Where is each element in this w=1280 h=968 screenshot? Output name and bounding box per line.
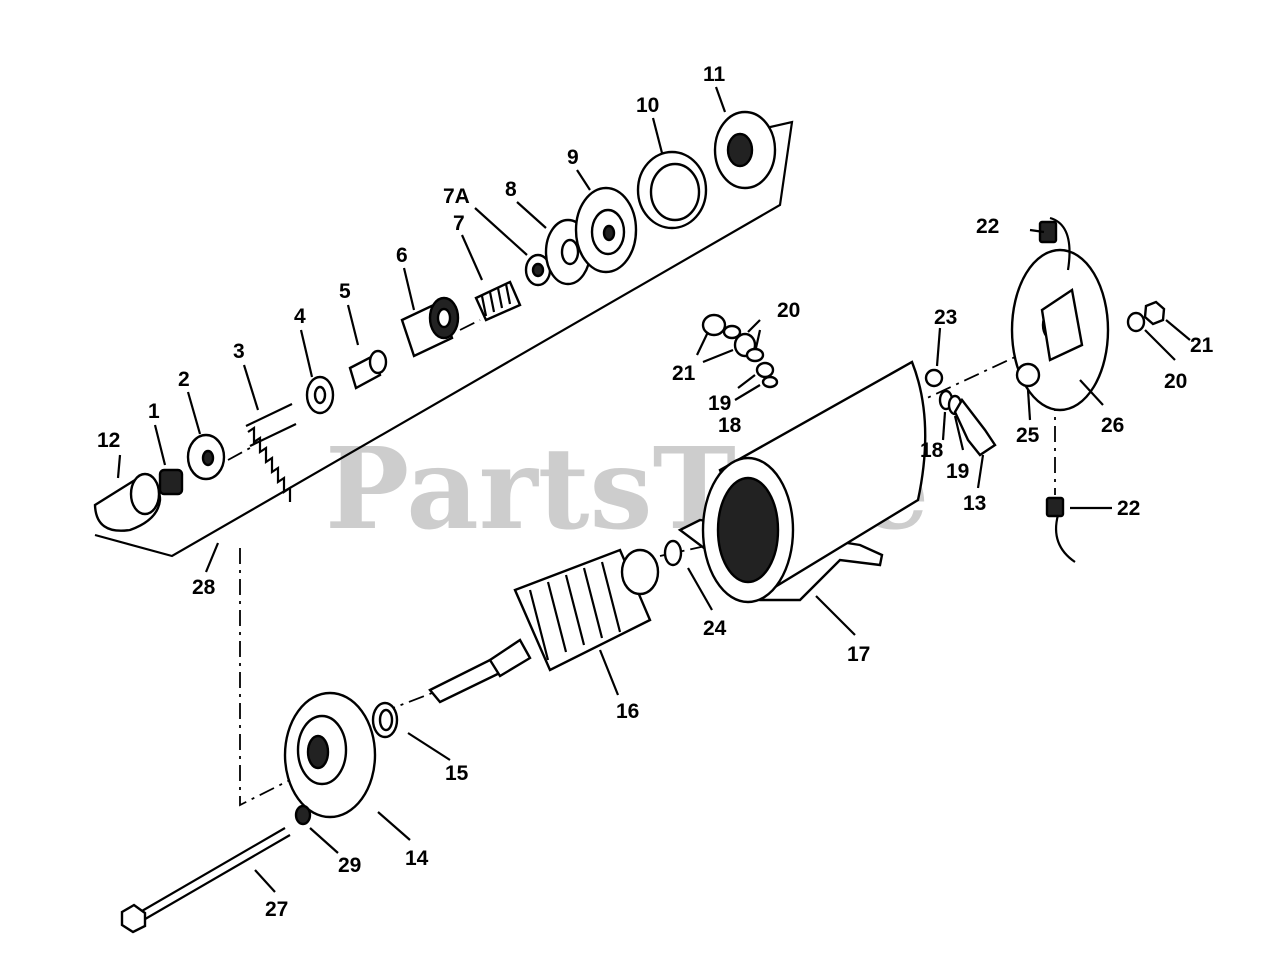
callout-22-upper: 22 [976, 215, 999, 238]
callout-7a: 7A [443, 185, 470, 208]
drive-end-cap-part [713, 110, 777, 190]
retainer-part [524, 253, 552, 287]
callout-27: 27 [265, 898, 288, 921]
brush-lower-part [1045, 496, 1076, 563]
leader-lines [116, 86, 1191, 893]
callout-14: 14 [405, 847, 429, 870]
callout-11: 11 [703, 63, 726, 86]
callout-9: 9 [567, 146, 579, 169]
callout-21-left: 21 [672, 362, 696, 385]
callout-21-right: 21 [1190, 334, 1214, 357]
callout-18-left: 18 [718, 414, 742, 437]
terminal-washer-part [1126, 311, 1146, 333]
callout-5: 5 [339, 280, 351, 303]
callout-26: 26 [1101, 414, 1124, 437]
callout-19-right: 19 [946, 460, 969, 483]
callout-17: 17 [847, 643, 870, 666]
callout-2: 2 [178, 368, 190, 391]
callout-6: 6 [396, 244, 408, 267]
terminal-stack-part [924, 368, 997, 457]
callout-3: 3 [233, 340, 245, 363]
spacer-part [348, 349, 388, 390]
stop-collar-part [186, 433, 226, 481]
brush-upper-part [1038, 216, 1071, 271]
washer-part [305, 375, 335, 415]
armature-part [428, 548, 660, 704]
rubber-ring-part [636, 150, 708, 230]
callout-23: 23 [934, 306, 957, 329]
callout-4: 4 [294, 305, 306, 328]
insulator-part [1015, 362, 1041, 388]
drive-group-bracket [94, 120, 794, 573]
callout-29: 29 [338, 854, 361, 877]
callout-13: 13 [963, 492, 986, 515]
motor-housing-part [677, 360, 927, 604]
callout-20-right: 20 [1164, 370, 1187, 393]
thrust-washer-part [371, 701, 399, 739]
callout-1: 1 [148, 400, 160, 423]
o-ring-part [663, 539, 683, 567]
callout-20-left: 20 [777, 299, 800, 322]
callout-10: 10 [636, 94, 659, 117]
bolt-washer-part [294, 804, 312, 826]
callout-15: 15 [445, 762, 469, 785]
drive-cap-part [93, 472, 162, 532]
callout-12: 12 [97, 429, 120, 452]
terminal-nut-part [1143, 300, 1166, 326]
cup-part [574, 186, 638, 274]
callout-24: 24 [703, 617, 727, 640]
terminal-hardware-left-part [701, 313, 779, 389]
callout-7: 7 [453, 212, 465, 235]
callout-19-left: 19 [708, 392, 731, 415]
callout-labels: 12 1 2 3 4 5 6 7 7A 8 9 10 11 22 22 23 2… [97, 63, 1214, 921]
pinion-gear-part [400, 296, 460, 358]
callout-25: 25 [1016, 424, 1040, 447]
callout-8: 8 [505, 178, 517, 201]
callout-22-lower: 22 [1117, 497, 1140, 520]
screw-shaft-part [474, 280, 522, 322]
spring-part [245, 403, 297, 502]
nut-part [158, 468, 184, 496]
callout-28: 28 [192, 576, 216, 599]
drive-end-plate-part [283, 691, 377, 819]
through-bolt-part [120, 827, 291, 934]
callout-18-right: 18 [920, 439, 944, 462]
callout-16: 16 [616, 700, 639, 723]
